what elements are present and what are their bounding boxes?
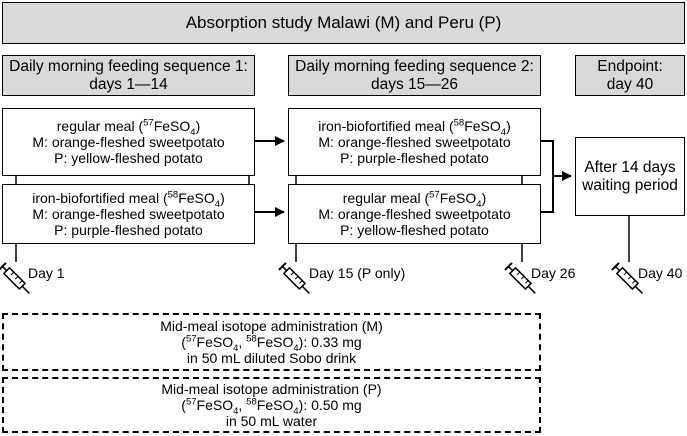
sequence1-days: days 1—14 bbox=[89, 75, 168, 93]
isotope-admin-peru: Mid-meal isotope administration (P) (57F… bbox=[2, 377, 541, 433]
seq1-biofortified-meal-box: iron-biofortified meal (58FeSO4) M: oran… bbox=[2, 184, 255, 244]
meal-label: regular meal (57FeSO4) bbox=[342, 189, 487, 210]
sequence1-header: Daily morning feeding sequence 1: days 1… bbox=[2, 55, 255, 96]
endpoint-header: Endpoint: day 40 bbox=[575, 55, 685, 96]
endpoint-day: day 40 bbox=[606, 75, 654, 93]
syringe-icon bbox=[611, 262, 643, 294]
endpoint-title: Endpoint: bbox=[597, 57, 663, 75]
malawi-food: M: orange-fleshed sweetpotato bbox=[32, 206, 225, 222]
meal-label: regular meal (57FeSO4) bbox=[56, 117, 201, 138]
seq2-biofortified-meal-box: iron-biofortified meal (58FeSO4) M: oran… bbox=[288, 108, 541, 176]
syringe-icon bbox=[504, 262, 536, 294]
peru-food: P: yellow-fleshed potato bbox=[54, 150, 203, 166]
day26-label: Day 26 bbox=[531, 265, 576, 281]
syringe-icon bbox=[278, 262, 310, 294]
study-title: Absorption study Malawi (M) and Peru (P) bbox=[185, 13, 502, 32]
dose-line: (57FeSO4, 58FeSO4): 0.33 mg bbox=[181, 333, 362, 354]
peru-food: P: yellow-fleshed potato bbox=[340, 222, 489, 238]
peru-food: P: purple-fleshed potato bbox=[340, 150, 489, 166]
day40-label: Day 40 bbox=[638, 265, 683, 281]
meal-label: iron-biofortified meal (58FeSO4) bbox=[32, 189, 225, 210]
bracket bbox=[541, 140, 554, 213]
malawi-food: M: orange-fleshed sweetpotato bbox=[318, 206, 511, 222]
day1-label: Day 1 bbox=[28, 265, 65, 281]
dose-line: (57FeSO4, 58FeSO4): 0.50 mg bbox=[181, 396, 362, 417]
waiting-period-box: After 14 days waiting period bbox=[575, 137, 685, 216]
isotope-admin-malawi: Mid-meal isotope administration (M) (57F… bbox=[2, 313, 541, 371]
seq1-regular-meal-box: regular meal (57FeSO4) M: orange-fleshed… bbox=[2, 108, 255, 176]
sequence2-days: days 15—26 bbox=[370, 75, 459, 93]
meal-label: iron-biofortified meal (58FeSO4) bbox=[318, 117, 511, 138]
sequence2-header: Daily morning feeding sequence 2: days 1… bbox=[288, 55, 541, 96]
sequence1-title: Daily morning feeding sequence 1: bbox=[9, 57, 248, 75]
day15-label: Day 15 (P only) bbox=[309, 265, 406, 281]
seq2-regular-meal-box: regular meal (57FeSO4) M: orange-fleshed… bbox=[288, 184, 541, 244]
peru-food: P: purple-fleshed potato bbox=[54, 222, 203, 238]
sequence2-title: Daily morning feeding sequence 2: bbox=[295, 57, 534, 75]
study-title-banner: Absorption study Malawi (M) and Peru (P) bbox=[2, 2, 685, 44]
malawi-food: M: orange-fleshed sweetpotato bbox=[32, 134, 225, 150]
malawi-food: M: orange-fleshed sweetpotato bbox=[318, 134, 511, 150]
syringe-icon bbox=[0, 262, 30, 294]
